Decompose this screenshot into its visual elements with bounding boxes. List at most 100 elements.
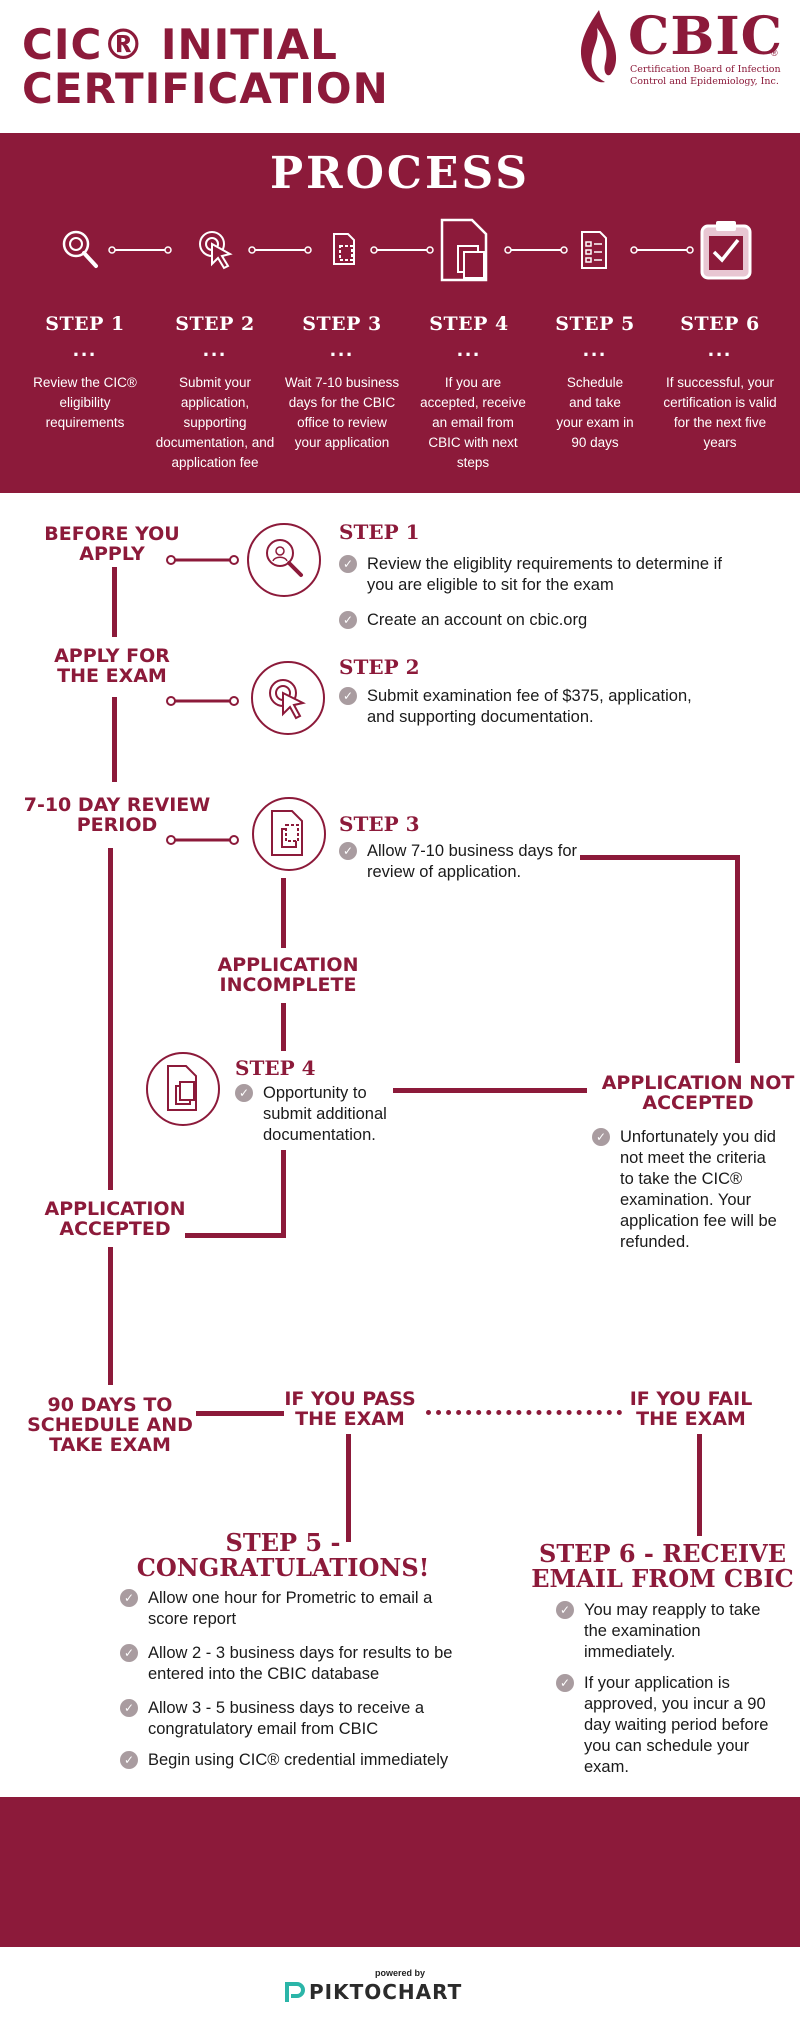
flow-line — [393, 1088, 587, 1093]
footer-band — [0, 1797, 800, 1947]
flow-step-3-label: STEP 3 — [339, 812, 420, 836]
check-circle-icon: ✓ — [120, 1589, 138, 1607]
logo-registered-mark: ® — [771, 48, 778, 58]
flow-step-2-label: STEP 2 — [339, 655, 420, 679]
process-step-2-dots: ... — [202, 336, 228, 361]
process-step-1-label: STEP 1 — [45, 313, 125, 335]
flow-line — [697, 1434, 702, 1536]
process-step-6-dots: ... — [707, 336, 733, 361]
process-connector-1 — [108, 246, 172, 254]
process-step-3-label: STEP 3 — [302, 313, 382, 335]
documents-large-icon — [440, 218, 488, 282]
flow-line — [735, 855, 740, 1063]
check-circle-icon: ✓ — [235, 1084, 253, 1102]
check-circle-icon: ✓ — [339, 555, 357, 573]
process-step-1-dots: ... — [72, 336, 98, 361]
clipboard-check-icon — [700, 221, 752, 280]
step-5-heading: STEP 5 -CONGRATULATIONS! — [136, 1528, 430, 1582]
flow-step-1-label: STEP 1 — [339, 520, 420, 544]
check-circle-icon: ✓ — [120, 1699, 138, 1717]
list-item: ✓ Submit examination fee of $375, applic… — [339, 686, 779, 728]
process-connector-2 — [248, 246, 312, 254]
process-title: PROCESS — [269, 148, 531, 199]
powered-by-text: powered by — [374, 1968, 425, 1978]
logo-text: CBIC — [628, 6, 784, 67]
flow-line — [196, 1411, 284, 1416]
piktochart-logo-icon — [285, 1982, 305, 2002]
flow-line — [112, 567, 117, 637]
process-connector-3 — [370, 246, 434, 254]
process-step-4-label: STEP 4 — [429, 313, 509, 335]
flow-line — [112, 697, 117, 782]
documents-icon — [271, 810, 303, 856]
check-circle-icon: ✓ — [120, 1751, 138, 1769]
flow-step-4-label: STEP 4 — [235, 1056, 316, 1080]
list-item: ✓ Allow 2 - 3 business days for results … — [120, 1643, 460, 1685]
piktochart-brand[interactable]: PIKTOCHART — [309, 1980, 463, 2004]
dotted-connector — [426, 1410, 622, 1415]
flame-logo-icon — [580, 10, 617, 83]
logo-subtitle-line1: Certification Board of Infection — [630, 64, 781, 75]
flow-connector — [166, 835, 239, 845]
list-item: ✓ Create an account on cbic.org — [339, 610, 779, 631]
magnifier-icon — [266, 539, 303, 577]
process-connector-4 — [504, 246, 568, 254]
click-cursor-icon — [199, 231, 233, 270]
page-title-line1: CIC® INITIAL — [22, 20, 338, 69]
flow-line — [185, 1233, 286, 1238]
process-step-5-dots: ... — [582, 336, 608, 361]
process-step-3-dots: ... — [329, 336, 355, 361]
flow-line — [346, 1434, 351, 1542]
logo-subtitle-line2: Control and Epidemiology, Inc. — [630, 76, 779, 87]
check-circle-icon: ✓ — [556, 1601, 574, 1619]
click-cursor-icon — [269, 679, 306, 720]
documents-large-circle — [146, 1052, 220, 1126]
magnifier-icon — [62, 230, 98, 268]
flow-line — [108, 1247, 113, 1385]
documents-large-icon — [167, 1065, 197, 1111]
check-circle-icon: ✓ — [339, 611, 357, 629]
flow-line — [281, 1003, 286, 1051]
documents-icon — [333, 233, 355, 265]
flow-line — [281, 878, 286, 948]
check-circle-icon: ✓ — [556, 1674, 574, 1692]
flow-connector — [166, 696, 239, 706]
check-circle-icon: ✓ — [592, 1128, 610, 1146]
flow-line — [281, 1150, 286, 1238]
process-connector-5 — [630, 246, 694, 254]
form-list-icon — [581, 231, 607, 269]
process-step-5-label: STEP 5 — [555, 313, 635, 335]
magnifier-circle — [247, 523, 321, 597]
process-step-4-dots: ... — [456, 336, 482, 361]
documents-circle — [252, 797, 326, 871]
flow-line — [108, 848, 113, 1190]
check-circle-icon: ✓ — [339, 687, 357, 705]
check-circle-icon: ✓ — [120, 1644, 138, 1662]
check-circle-icon: ✓ — [339, 842, 357, 860]
process-band — [0, 133, 800, 493]
list-item: ✓ Begin using CIC® credential immediatel… — [120, 1750, 460, 1771]
list-item: ✓ Review the eligiblity requirements to … — [339, 554, 779, 596]
process-step-2-label: STEP 2 — [175, 313, 255, 335]
